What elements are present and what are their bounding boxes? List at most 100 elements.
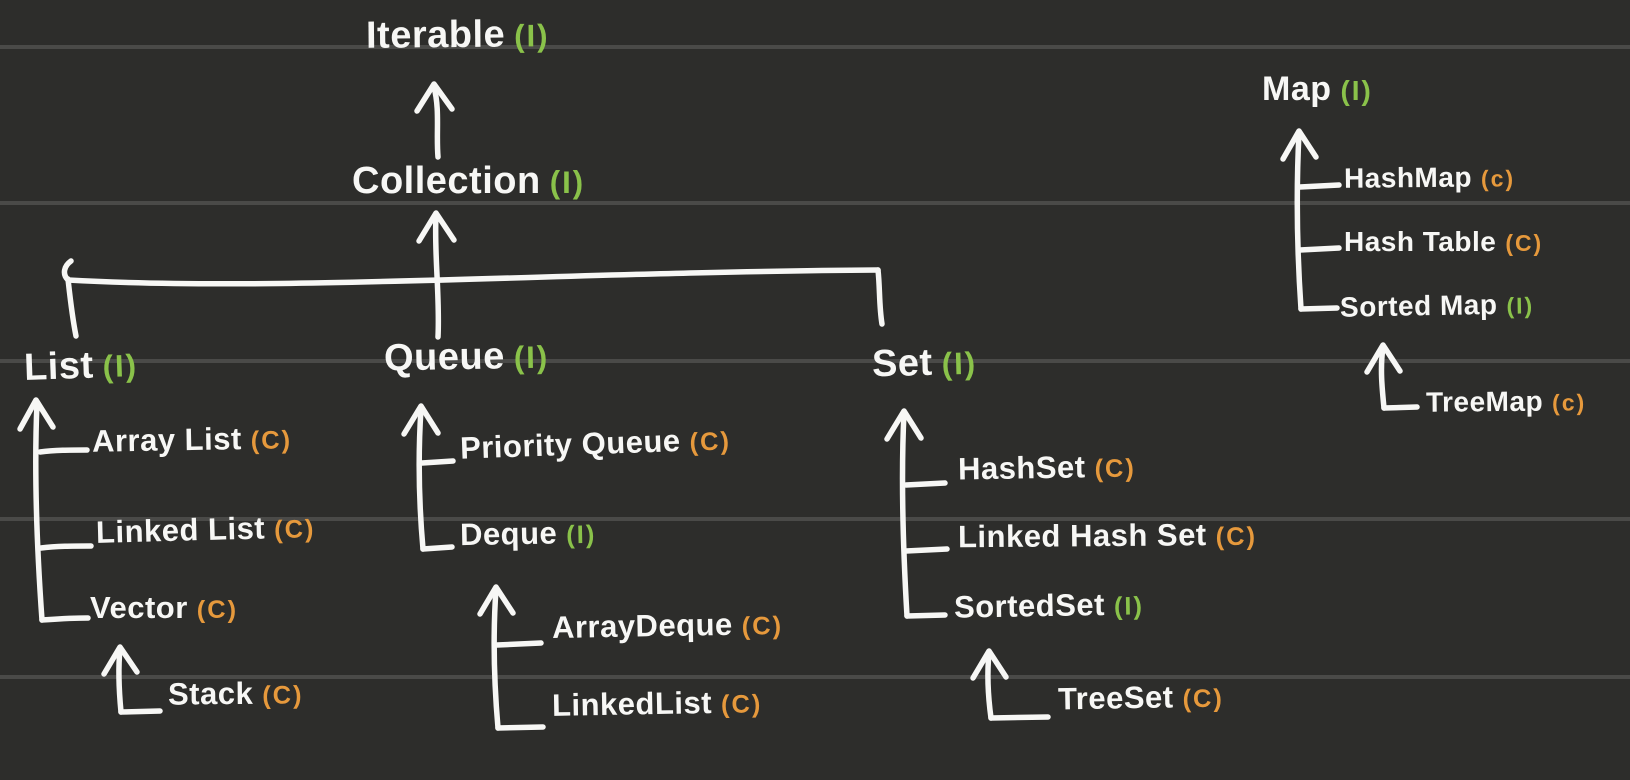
node-linked-list-deque-label: LinkedList	[551, 685, 713, 723]
node-list: List(I)	[23, 344, 139, 389]
tick-tree-set	[988, 714, 1051, 721]
node-hash-table: Hash Table (C)	[1344, 228, 1543, 256]
edge-queue-arrowhead	[401, 403, 441, 437]
node-linked-list-deque-marker: (C)	[720, 690, 763, 719]
node-linked-list-label: Linked List	[95, 510, 266, 550]
node-deque-label: Deque	[459, 515, 558, 553]
node-hash-set-marker: (C)	[1094, 454, 1137, 484]
node-hash-set-label: HashSet	[957, 449, 1086, 487]
node-tree-set-label: TreeSet	[1057, 679, 1174, 717]
node-hash-map-marker: (c)	[1480, 165, 1516, 192]
node-queue-label: Queue	[383, 335, 506, 380]
ruled-line-5	[0, 675, 1630, 679]
node-queue-marker: (I)	[513, 339, 550, 376]
bracket-left-descender	[65, 276, 79, 339]
edge-collection-iterable-shaft	[431, 84, 441, 160]
node-hash-map-label: HashMap	[1343, 161, 1473, 194]
node-collection-marker: (I)	[549, 165, 586, 200]
node-sorted-map-label: Sorted Map	[1339, 288, 1498, 323]
edge-deque-arrowhead	[477, 584, 516, 617]
node-map-marker: (I)	[1340, 75, 1373, 106]
node-vector-marker: (C)	[196, 596, 239, 624]
node-map-label: Map	[1262, 70, 1332, 108]
tick-sorted-set	[904, 612, 948, 619]
tick-hash-map	[1297, 182, 1342, 190]
edge-set-children-shaft	[899, 410, 910, 619]
node-collection-label: Collection	[352, 160, 541, 202]
ruled-line-1	[0, 45, 1630, 49]
node-array-deque: ArrayDeque(C)	[551, 606, 784, 646]
tick-hash-table	[1297, 245, 1342, 253]
node-deque: Deque (I)	[459, 515, 597, 553]
tick-linked-hash-set	[903, 546, 950, 554]
node-hash-table-label: Hash Table	[1344, 226, 1497, 257]
edge-stack-vector-arrowhead	[101, 644, 140, 677]
node-iterable-marker: (I)	[514, 18, 550, 54]
node-tree-map: TreeMap (c)	[1425, 385, 1587, 418]
node-queue: Queue(I)	[383, 335, 550, 380]
node-collection: Collection(I)	[352, 162, 585, 200]
edge-map-children-shaft	[1294, 130, 1304, 312]
edge-treeset-sortedset-shaft	[985, 650, 994, 721]
node-tree-set-marker: (C)	[1182, 684, 1225, 714]
node-tree-map-marker: (c)	[1552, 389, 1587, 416]
edge-map-arrowhead	[1280, 128, 1319, 162]
tick-deque	[420, 544, 455, 552]
edge-treemap-sortedmap-arrowhead	[1364, 342, 1403, 375]
edge-set-arrowhead	[884, 408, 924, 442]
tick-tree-map	[1381, 404, 1420, 411]
node-sorted-set-label: SortedSet	[953, 587, 1106, 625]
node-priority-queue-marker: (C)	[689, 427, 732, 457]
tick-vector	[39, 615, 91, 623]
node-set: Set(I)	[871, 341, 978, 386]
node-tree-set: TreeSet (C)	[1057, 679, 1225, 717]
edge-stack-vector-shaft	[116, 646, 124, 715]
node-set-marker: (I)	[941, 345, 978, 382]
node-list-marker: (I)	[101, 348, 139, 385]
edge-queue-children-shaft	[416, 406, 426, 552]
node-sorted-map-marker: (I)	[1506, 292, 1535, 319]
node-hash-table-marker: (C)	[1505, 230, 1544, 256]
node-vector-label: Vector	[90, 590, 188, 625]
node-set-label: Set	[871, 341, 934, 386]
node-stack-marker: (C)	[262, 681, 304, 710]
node-linked-list: Linked List(C)	[95, 510, 316, 550]
node-stack: Stack (C)	[167, 675, 304, 712]
node-iterable: Iterable(I)	[365, 13, 550, 57]
node-array-deque-label: ArrayDeque	[551, 606, 734, 646]
ruled-line-3	[0, 359, 1630, 363]
node-map: Map (I)	[1262, 72, 1373, 106]
tick-priority-queue	[419, 458, 456, 466]
node-array-list: Array List(C)	[91, 421, 293, 459]
node-linked-hash-set-label: Linked Hash Set	[957, 517, 1207, 555]
node-hash-map: HashMap (c)	[1343, 161, 1516, 194]
ruled-line-2	[0, 201, 1630, 205]
node-linked-list-marker: (C)	[273, 515, 316, 545]
node-hash-set: HashSet (C)	[957, 449, 1137, 487]
edge-list-arrowhead	[17, 397, 56, 432]
node-linked-hash-set: Linked Hash Set (C)	[957, 517, 1258, 555]
tick-hash-set	[903, 480, 948, 488]
node-list-label: List	[23, 344, 95, 389]
node-stack-label: Stack	[167, 675, 254, 712]
node-sorted-set: SortedSet(I)	[953, 587, 1145, 625]
edge-deque-children-shaft	[491, 586, 501, 731]
bracket-horizontal	[61, 258, 881, 287]
node-array-deque-marker: (C)	[741, 611, 784, 641]
tick-stack	[118, 708, 163, 715]
tick-array-deque	[494, 640, 544, 648]
node-sorted-set-marker: (I)	[1113, 592, 1145, 621]
edge-treemap-sortedmap-shaft	[1378, 344, 1387, 411]
node-tree-map-label: TreeMap	[1425, 385, 1544, 418]
edge-list-children-shaft	[33, 400, 45, 623]
node-sorted-map: Sorted Map (I)	[1339, 288, 1535, 323]
edge-branch-collection-arrowhead	[416, 210, 457, 244]
node-deque-marker: (I)	[566, 520, 597, 550]
edge-treeset-sortedset-arrowhead	[970, 648, 1009, 681]
node-linked-hash-set-marker: (C)	[1215, 522, 1258, 552]
node-iterable-label: Iterable	[365, 13, 506, 57]
edge-branch-collection-shaft	[432, 213, 442, 340]
tick-array-list	[37, 447, 90, 455]
node-array-list-label: Array List	[91, 421, 243, 459]
